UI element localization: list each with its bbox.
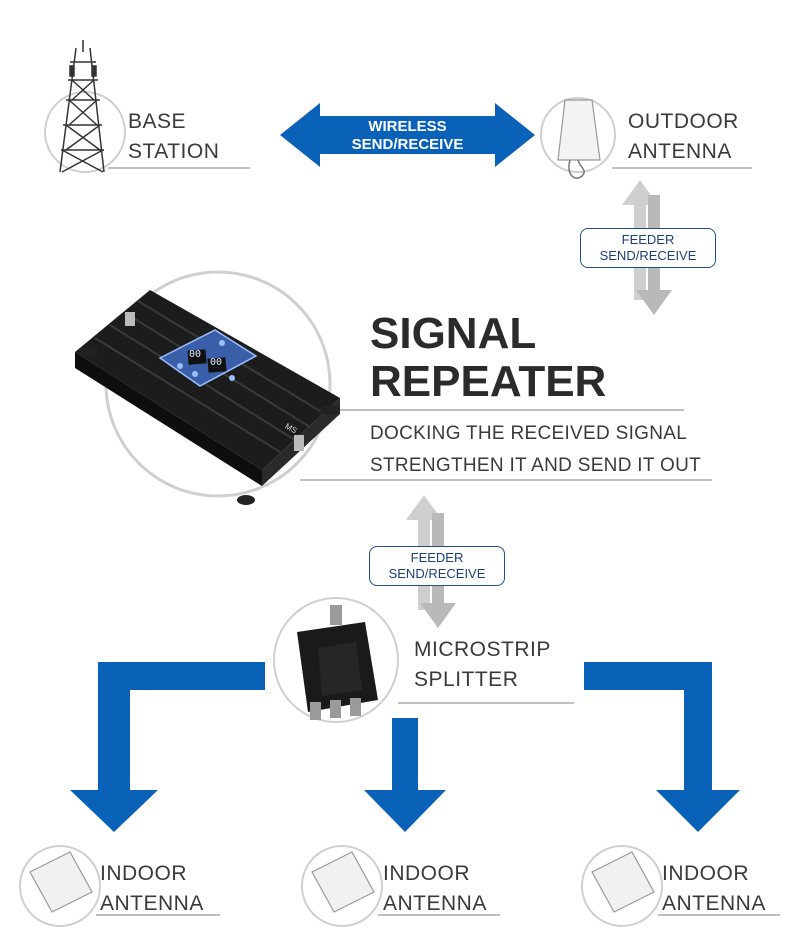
base-station-line1: BASE <box>128 110 187 133</box>
indoor-antenna-label-2: INDOOR ANTENNA <box>383 859 487 919</box>
indoor-3-line1: INDOOR <box>662 862 749 885</box>
splitter-label: MICROSTRIP SPLITTER <box>414 635 551 695</box>
feeder-top-badge: FEEDER SEND/RECEIVE <box>580 228 716 268</box>
splitter-line2: SPLITTER <box>414 668 519 691</box>
outdoor-antenna-icon <box>540 97 752 179</box>
outdoor-antenna-line2: ANTENNA <box>628 140 732 163</box>
outdoor-antenna-line1: OUTDOOR <box>628 110 739 133</box>
repeater-title-line2: REPEATER <box>370 357 607 406</box>
wireless-arrow-label: WIRELESS SEND/RECEIVE <box>320 118 495 154</box>
feeder-bottom-line1: FEEDER <box>410 550 464 565</box>
indoor-antenna-icons <box>19 845 780 927</box>
repeater-display-left: 00 <box>189 349 202 360</box>
indoor-2-line2: ANTENNA <box>383 892 487 915</box>
wireless-line2: SEND/RECEIVE <box>351 136 464 153</box>
splitter-line1: MICROSTRIP <box>414 638 551 661</box>
feeder-top-line2: SEND/RECEIVE <box>599 248 697 263</box>
wireless-double-arrow <box>280 103 535 167</box>
indoor-antenna-label-3: INDOOR ANTENNA <box>662 859 766 919</box>
indoor-2-line1: INDOOR <box>383 862 470 885</box>
base-station-icon <box>44 40 250 173</box>
distribution-arrows <box>70 662 740 832</box>
indoor-3-line2: ANTENNA <box>662 892 766 915</box>
signal-repeater-device <box>75 270 712 505</box>
feeder-bottom-line2: SEND/RECEIVE <box>388 566 486 581</box>
repeater-title: SIGNAL REPEATER <box>370 310 606 406</box>
indoor-1-line2: ANTENNA <box>100 892 204 915</box>
repeater-title-line1: SIGNAL <box>370 309 537 358</box>
base-station-line2: STATION <box>128 140 220 163</box>
indoor-1-line1: INDOOR <box>100 862 187 885</box>
repeater-desc-line1: DOCKING THE RECEIVED SIGNAL <box>370 423 688 444</box>
repeater-description: DOCKING THE RECEIVED SIGNAL STRENGTHEN I… <box>370 418 701 482</box>
feeder-top-line1: FEEDER <box>621 232 675 247</box>
indoor-antenna-label-1: INDOOR ANTENNA <box>100 859 204 919</box>
outdoor-antenna-label: OUTDOOR ANTENNA <box>628 107 739 167</box>
base-station-label: BASE STATION <box>128 107 219 167</box>
microstrip-splitter-device <box>273 597 574 723</box>
repeater-display-right: 00 <box>210 357 223 368</box>
wireless-line1: WIRELESS <box>368 118 447 135</box>
feeder-bottom-badge: FEEDER SEND/RECEIVE <box>369 546 505 586</box>
repeater-desc-line2: STRENGTHEN IT AND SEND IT OUT <box>370 455 702 476</box>
